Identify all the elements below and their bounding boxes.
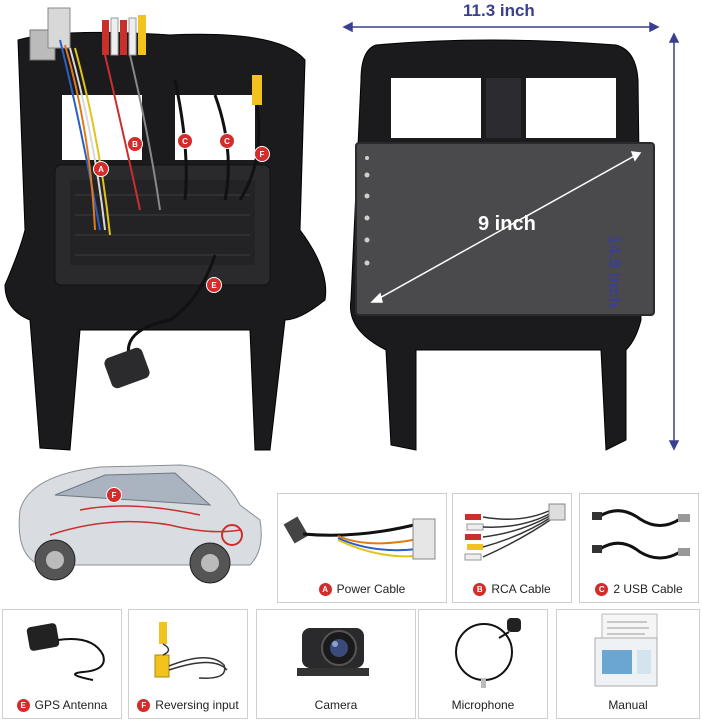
rear-view-photo: A B C C F E [0, 0, 335, 455]
accessory-card-manual: Manual [556, 609, 700, 719]
height-dimension-label: 14.9 inch [605, 235, 624, 308]
accessory-card-microphone: Microphone [418, 609, 548, 719]
marker-f: F [254, 146, 270, 162]
car-marker-f: F [106, 487, 122, 503]
label-rca-cable: RCA Cable [491, 582, 551, 596]
badge-f: F [137, 698, 151, 712]
badge-c: C [595, 582, 609, 596]
label-camera: Camera [314, 698, 358, 712]
caption-camera: Camera [257, 698, 415, 712]
marker-c-1: C [177, 133, 193, 149]
caption-rca-cable: B RCA Cable [453, 582, 571, 596]
screen-size-label: 9 inch [478, 213, 536, 235]
marker-a: A [93, 161, 109, 177]
caption-usb-cable: C 2 USB Cable [580, 582, 698, 596]
caption-microphone: Microphone [419, 698, 547, 712]
label-microphone: Microphone [451, 698, 515, 712]
accessory-card-power-cable: A Power Cable [277, 493, 447, 603]
label-manual: Manual [608, 698, 648, 712]
badge-b: B [473, 582, 487, 596]
caption-reversing-input: F Reversing input [129, 698, 247, 712]
front-view-photo: 11.3 inch 14.9 inch 9 inch [336, 0, 702, 455]
accessory-card-rca-cable: B RCA Cable [452, 493, 572, 603]
label-gps-antenna: GPS Antenna [34, 698, 108, 712]
marker-c-2: C [219, 133, 235, 149]
accessory-card-camera: Camera [256, 609, 416, 719]
marker-e: E [206, 277, 222, 293]
caption-manual: Manual [557, 698, 699, 712]
label-reversing-input: Reversing input [155, 698, 239, 712]
accessory-card-reversing-input: F Reversing input [128, 609, 248, 719]
accessory-card-usb-cable: C 2 USB Cable [579, 493, 699, 603]
width-dimension-label: 11.3 inch [463, 1, 535, 20]
caption-gps-antenna: E GPS Antenna [3, 698, 121, 712]
badge-e: E [16, 698, 30, 712]
caption-power-cable: A Power Cable [278, 582, 446, 596]
label-usb-cable: 2 USB Cable [613, 582, 683, 596]
marker-b: B [127, 136, 143, 152]
label-power-cable: Power Cable [336, 582, 406, 596]
badge-a: A [318, 582, 332, 596]
car-wiring-illustration: F [10, 455, 270, 595]
accessory-card-gps-antenna: E GPS Antenna [2, 609, 122, 719]
